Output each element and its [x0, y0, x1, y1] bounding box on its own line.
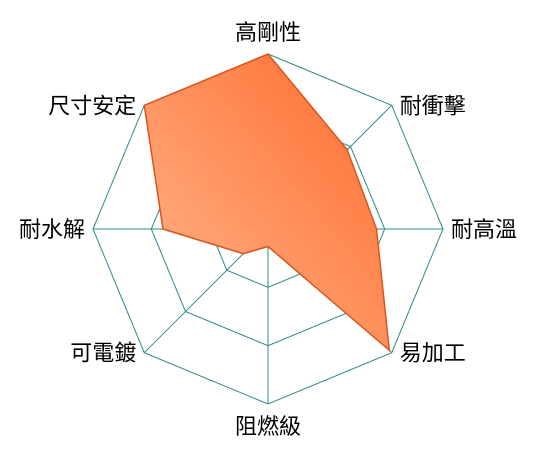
axis-label-1: 耐衝擊: [400, 94, 466, 119]
axis-label-0: 高剛性: [235, 21, 301, 46]
radar-series-area: [143, 53, 391, 353]
axis-label-7: 尺寸安定: [48, 94, 136, 119]
axis-label-3: 易加工: [400, 342, 466, 367]
radar-series: [143, 53, 391, 353]
axis-label-5: 可電鍍: [70, 342, 136, 367]
axis-label-4: 阻燃級: [235, 415, 301, 440]
axis-label-2: 耐高溫: [451, 218, 517, 243]
axis-label-6: 耐水解: [19, 218, 85, 243]
